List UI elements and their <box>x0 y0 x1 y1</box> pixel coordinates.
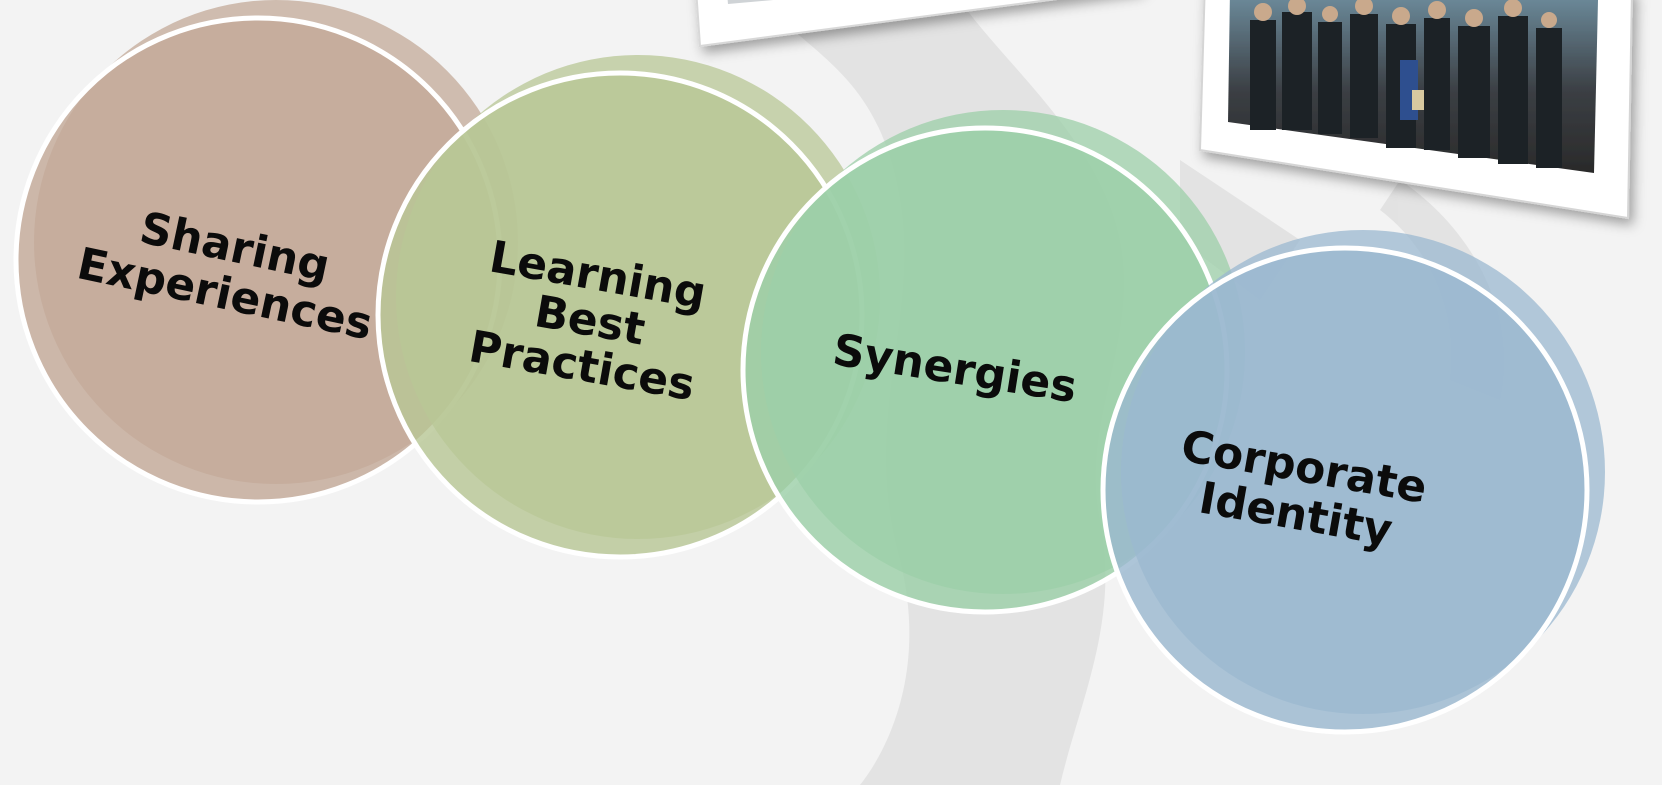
group-photo-frame <box>1198 0 1633 220</box>
circle-2: LearningBestPractices <box>375 55 880 560</box>
photo-frame-top <box>695 0 1057 48</box>
circle-front-4 <box>1100 245 1590 735</box>
circle-4: CorporateIdentity <box>1100 230 1605 735</box>
